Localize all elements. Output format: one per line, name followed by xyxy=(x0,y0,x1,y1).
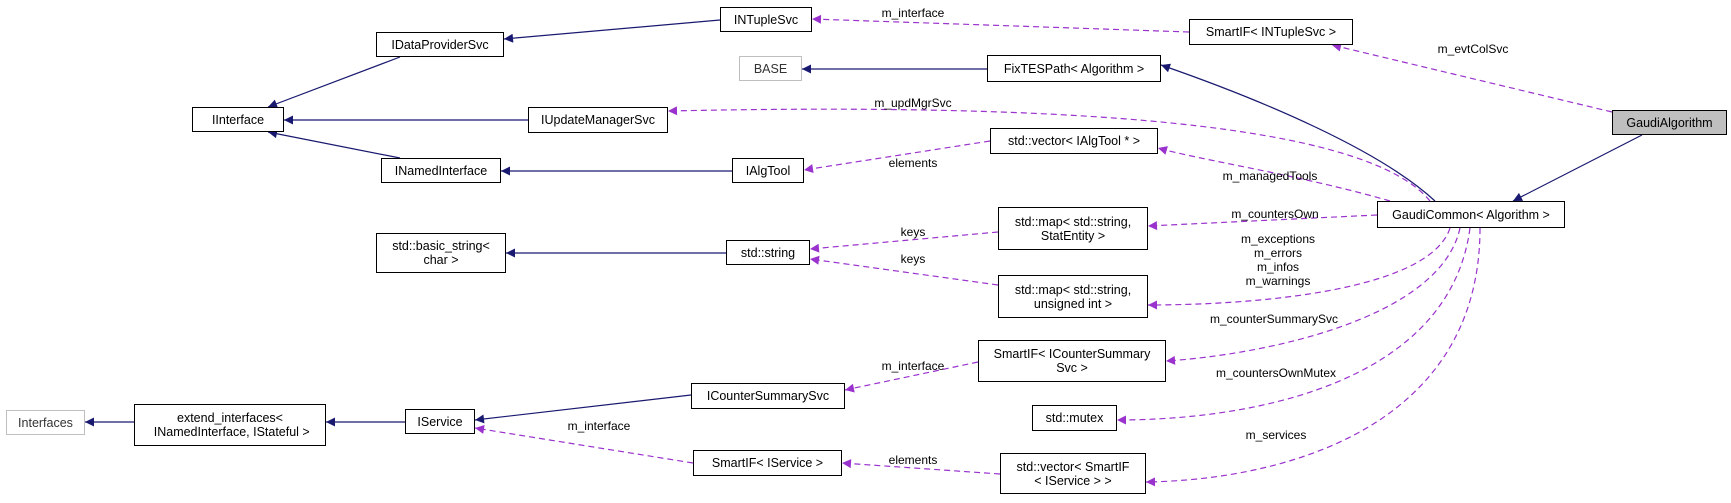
class-node-label: Interfaces xyxy=(18,415,73,430)
class-node-ialgtool[interactable]: IAlgTool xyxy=(732,158,804,183)
edge-label-m-interface-low: m_interface xyxy=(568,419,631,433)
class-node-label: BASE xyxy=(753,61,788,76)
class-node-gaudi-algorithm[interactable]: GaudiAlgorithm xyxy=(1612,110,1727,135)
edge-label-m-errors: m_errors xyxy=(1254,246,1302,260)
edge-label-keys-2: keys xyxy=(901,252,926,266)
edge-inherit-iinterface-to-idataprovidersvc xyxy=(267,56,401,109)
edge-use-std-mutex xyxy=(1116,227,1471,425)
class-node-label: IUpdateManagerSvc xyxy=(541,113,655,127)
edge-inherit-idataprovidersvc-to-intuplesvc xyxy=(503,19,721,43)
class-node-label: SmartIF< IService > xyxy=(711,456,824,470)
class-node-label: std::mutex xyxy=(1045,411,1104,425)
class-node-label: StatEntity > xyxy=(1040,228,1106,243)
class-node-label: IInterface xyxy=(211,112,265,127)
edge-use-icountersummarysvc-interface xyxy=(844,361,979,393)
edge-label-m-counterSummarySvc: m_counterSummarySvc xyxy=(1210,312,1338,326)
class-node-iupdatemanagersvc[interactable]: IUpdateManagerSvc xyxy=(528,107,668,133)
edge-use-stdstring-keys-1 xyxy=(809,231,999,253)
class-node-base[interactable]: BASE xyxy=(739,56,802,81)
class-node-interfaces[interactable]: Interfaces xyxy=(6,410,85,435)
edge-use-iservice-interface xyxy=(474,424,694,464)
class-node-extend-interfaces[interactable]: extend_interfaces< INamedInterface, ISta… xyxy=(134,404,326,446)
class-node-label: GaudiCommon< Algorithm > xyxy=(1392,207,1550,222)
edge-use-stdstring-keys-2 xyxy=(809,255,999,286)
edge-use-iupdatemanagersvc xyxy=(667,106,1431,202)
class-node-label: INTupleSvc xyxy=(733,12,799,27)
edge-label-m-updMgrSvc: m_updMgrSvc xyxy=(874,96,951,110)
class-node-label: std::map< std::string, xyxy=(1014,214,1132,229)
edge-inherit-iinterface-to-inamedinterface xyxy=(267,129,401,159)
edge-use-smartif-intuplesvc xyxy=(1331,42,1613,113)
class-node-label: SmartIF< INTupleSvc > xyxy=(1205,25,1337,39)
edge-use-map-statentity xyxy=(1147,214,1378,231)
class-node-label: IDataProviderSvc xyxy=(391,37,489,52)
class-node-label: std::vector< SmartIF xyxy=(1016,459,1130,474)
class-node-smartif-intuplesvc[interactable]: SmartIF< INTupleSvc > xyxy=(1189,19,1353,45)
class-node-vector-ialgtool[interactable]: std::vector< IAlgTool * > xyxy=(990,128,1158,154)
edge-label-m-infos: m_infos xyxy=(1257,260,1299,274)
class-node-fixtespath[interactable]: FixTESPath< Algorithm > xyxy=(987,55,1161,82)
edge-label-m-exceptions: m_exceptions xyxy=(1241,232,1315,246)
edge-label-m-evtColSvc: m_evtColSvc xyxy=(1438,42,1509,56)
class-node-std-string[interactable]: std::string xyxy=(726,240,810,265)
class-node-iservice[interactable]: IService xyxy=(405,409,475,434)
edge-use-smartif-iservice-elements xyxy=(841,459,1001,475)
class-node-label: std::string xyxy=(740,245,796,260)
edge-use-intuplesvc-interface xyxy=(811,14,1190,33)
class-node-std-mutex[interactable]: std::mutex xyxy=(1032,405,1117,431)
edge-label-elements-tools: elements xyxy=(889,156,938,170)
edge-label-m-countersOwn: m_countersOwn xyxy=(1231,207,1318,221)
class-node-label: std::vector< IAlgTool * > xyxy=(1007,134,1140,148)
class-node-gaudi-common[interactable]: GaudiCommon< Algorithm > xyxy=(1377,201,1565,228)
class-node-basic-string[interactable]: std::basic_string<char > xyxy=(376,233,506,273)
class-node-idataprovidersvc[interactable]: IDataProviderSvc xyxy=(376,32,504,57)
class-node-map-statentity[interactable]: std::map< std::string,StatEntity > xyxy=(998,207,1148,250)
class-node-label: char > xyxy=(423,253,459,267)
edge-label-m-interface-top: m_interface xyxy=(882,6,945,20)
class-node-label: extend_interfaces< xyxy=(177,411,283,425)
class-node-label: unsigned int > xyxy=(1033,296,1113,311)
edge-use-ialgtool-elements xyxy=(803,140,991,174)
class-node-label: ICounterSummarySvc xyxy=(706,389,830,403)
class-node-label: < IService > > xyxy=(1034,473,1112,488)
edge-label-keys-1: keys xyxy=(901,225,926,239)
class-node-iinterface[interactable]: IInterface xyxy=(192,107,284,132)
class-node-intuplesvc[interactable]: INTupleSvc xyxy=(720,7,812,32)
class-node-label: SmartIF< ICounterSummary xyxy=(993,347,1151,361)
class-node-inamedinterface[interactable]: INamedInterface xyxy=(381,158,501,183)
edge-use-vector-ialgtool xyxy=(1157,146,1391,202)
class-node-smartif-iservice[interactable]: SmartIF< IService > xyxy=(693,450,842,476)
class-node-label: IAlgTool xyxy=(745,163,791,178)
class-node-label: GaudiAlgorithm xyxy=(1626,115,1713,130)
edge-label-m-services: m_services xyxy=(1246,428,1307,442)
class-node-map-uint[interactable]: std::map< std::string,unsigned int > xyxy=(998,275,1148,318)
edge-use-smartif-icountersummary xyxy=(1165,227,1461,365)
class-node-vector-smartif[interactable]: std::vector< SmartIF< IService > > xyxy=(1000,453,1146,494)
class-node-label: FixTESPath< Algorithm > xyxy=(1003,61,1145,76)
class-node-label: std::map< std::string, xyxy=(1014,282,1132,297)
edge-inherit-gaudicommon-to-gaudialgorithm xyxy=(1512,134,1643,202)
edge-label-m-warnings: m_warnings xyxy=(1246,274,1311,288)
edge-label-m-managedTools: m_managedTools xyxy=(1223,169,1318,183)
edge-inherit-fixtespath-to-gaudicommon xyxy=(1160,63,1436,202)
edge-use-vector-smartif xyxy=(1145,227,1481,487)
class-node-icountersummarysvc[interactable]: ICounterSummarySvc xyxy=(691,383,845,409)
edge-label-m-interface-mid: m_interface xyxy=(882,359,945,373)
class-node-label: INamedInterface, IStateful > xyxy=(150,425,310,439)
class-node-label: Svc > xyxy=(1056,361,1088,375)
edge-label-elements-services: elements xyxy=(889,453,938,467)
class-node-label: std::basic_string< xyxy=(392,239,490,253)
class-node-label: IService xyxy=(417,414,463,429)
edge-inherit-iservice-to-icountersummarysvc xyxy=(474,394,692,424)
edge-label-m-countersOwnMutex: m_countersOwnMutex xyxy=(1216,366,1336,380)
class-node-label: INamedInterface xyxy=(394,163,488,178)
